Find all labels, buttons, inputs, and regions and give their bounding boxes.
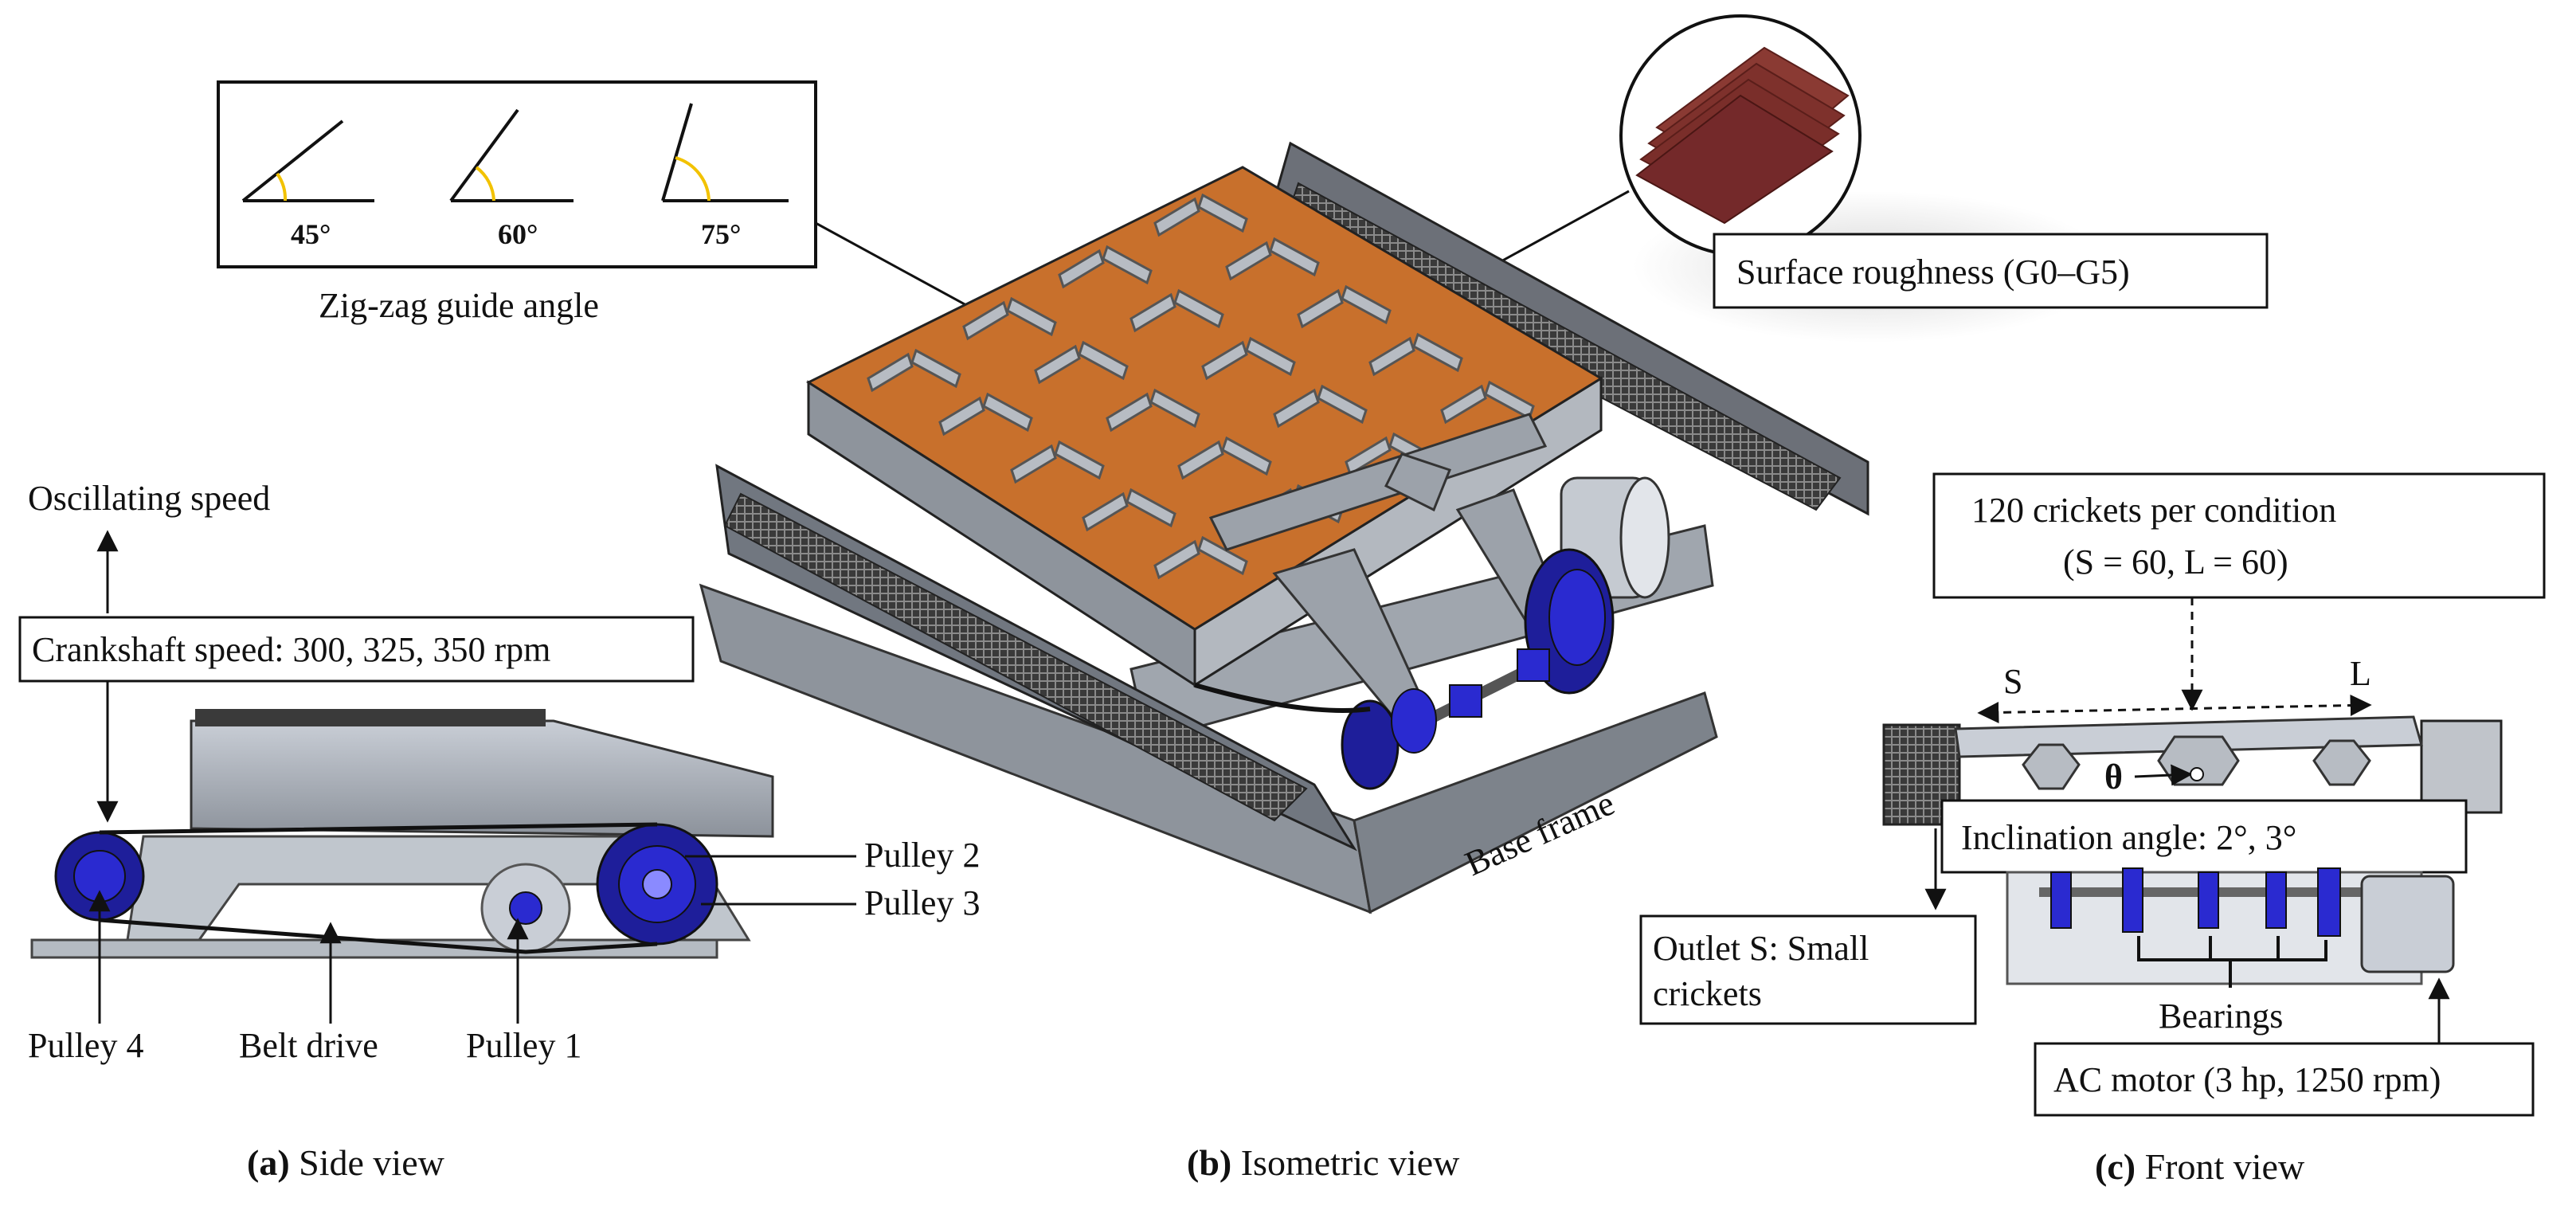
belt-isometric	[1194, 683, 1371, 713]
front-view: 120 crickets per condition (S = 60, L = …	[1639, 472, 2546, 1187]
angle-45-glyph	[241, 119, 374, 202]
side-view: Oscillating speed Crankshaft speed: 300,…	[18, 479, 980, 1183]
s-l-dashed-arrow	[1977, 694, 2372, 724]
outlet-line2: crickets	[1653, 974, 1762, 1013]
crickets-box	[1932, 472, 2546, 599]
sandpaper-sheets-image	[1635, 46, 1850, 225]
outlet-box	[1639, 914, 1977, 1025]
side-view-caption: (a) Side view	[247, 1142, 445, 1183]
surface-roughness-group: Surface roughness (G0–G5)	[1423, 14, 2269, 343]
base-frame-front-rail	[1353, 691, 1718, 914]
angle-60-glyph	[449, 108, 574, 202]
front-motor	[2360, 875, 2455, 973]
l-label: L	[2350, 654, 2371, 693]
bearings-bracket	[2137, 936, 2327, 988]
belt-drive-label: Belt drive	[239, 1026, 378, 1065]
pulley-4-side	[54, 831, 145, 922]
outlet-line1: Outlet S: Small	[1653, 929, 1869, 968]
motor-label: AC motor (3 hp, 1250 rpm)	[2053, 1060, 2441, 1099]
bearing-blocks-isometric	[1449, 648, 1550, 718]
crankshaft-speed-box	[18, 616, 695, 683]
isometric-view-caption: (b) Isometric view	[1187, 1142, 1460, 1183]
isometric-machine: Base frame	[699, 141, 1869, 914]
angle-45-label: 45°	[291, 218, 331, 250]
pulley-4-label: Pulley 4	[28, 1026, 143, 1065]
pulley-small-isometric	[1341, 688, 1437, 790]
oscillating-speed-label: Oscillating speed	[28, 479, 270, 518]
bearings-label: Bearings	[2159, 997, 2283, 1036]
pulley-3-label: Pulley 3	[864, 883, 980, 922]
crickets-line2: (S = 60, L = 60)	[2063, 542, 2288, 581]
inclination-box	[1940, 799, 2468, 874]
angle-75-glyph	[661, 103, 789, 202]
angle-60-label: 60°	[498, 218, 538, 250]
zigzag-leader-line	[815, 221, 985, 316]
side-belt	[99, 822, 658, 954]
front-right-chute	[2420, 719, 2503, 814]
s-label: S	[2003, 662, 2022, 701]
pivot-point	[2190, 767, 2204, 781]
zigzag-title: Zig-zag guide angle	[319, 286, 599, 325]
pulley-1-label: Pulley 1	[466, 1026, 581, 1065]
orange-sorting-deck	[805, 166, 1603, 631]
front-bearings	[2050, 867, 2341, 937]
crank-frame	[1208, 413, 1587, 738]
zigzag-angle-panel: 45° 60° 75° Zig-zag guide angle	[217, 80, 985, 325]
pulley-2-label: Pulley 2	[864, 836, 980, 875]
front-view-caption: (c) Front view	[2095, 1146, 2305, 1187]
pulley-2-3-side	[596, 823, 718, 946]
surface-roughness-label: Surface roughness (G0–G5)	[1736, 253, 2130, 292]
crickets-line1: 120 crickets per condition	[1971, 491, 2336, 530]
theta-label: θ	[2104, 758, 2123, 797]
angle-75-label: 75°	[701, 218, 741, 250]
inclination-label: Inclination angle: 2°, 3°	[1961, 818, 2296, 857]
motor-box	[2034, 1042, 2535, 1117]
side-deck	[190, 719, 774, 838]
lower-chute-mesh	[723, 492, 1308, 822]
pulley-1-side	[480, 863, 571, 953]
side-deck-top	[195, 709, 546, 726]
crankshaft-speed-label: Crankshaft speed: 300, 325, 350 rpm	[32, 630, 550, 669]
surface-roughness-box	[1713, 233, 2269, 309]
theta-arrow	[2134, 764, 2193, 786]
